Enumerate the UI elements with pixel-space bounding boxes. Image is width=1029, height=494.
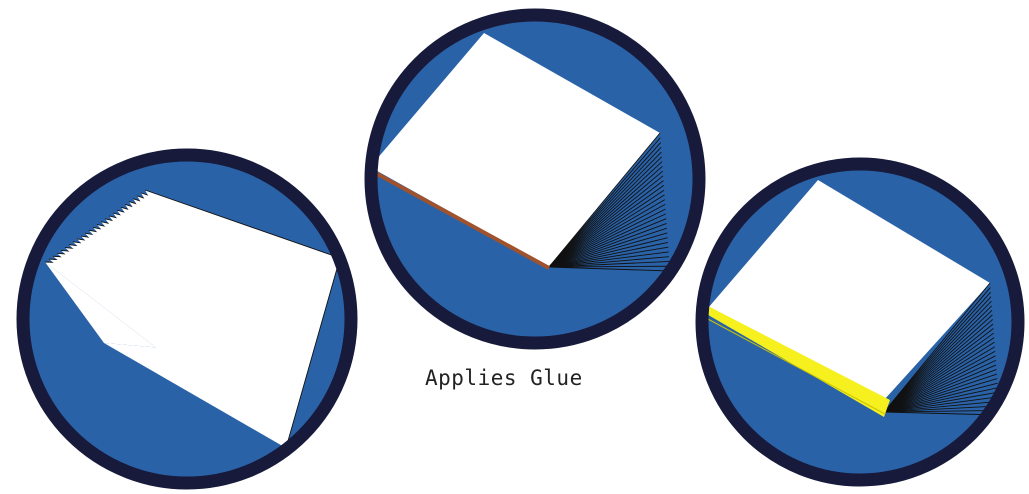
step-caption: Applies Glue xyxy=(425,366,583,390)
step-1-disc xyxy=(23,155,351,483)
step-3-disc xyxy=(702,164,1018,480)
step-2-disc xyxy=(370,15,699,343)
